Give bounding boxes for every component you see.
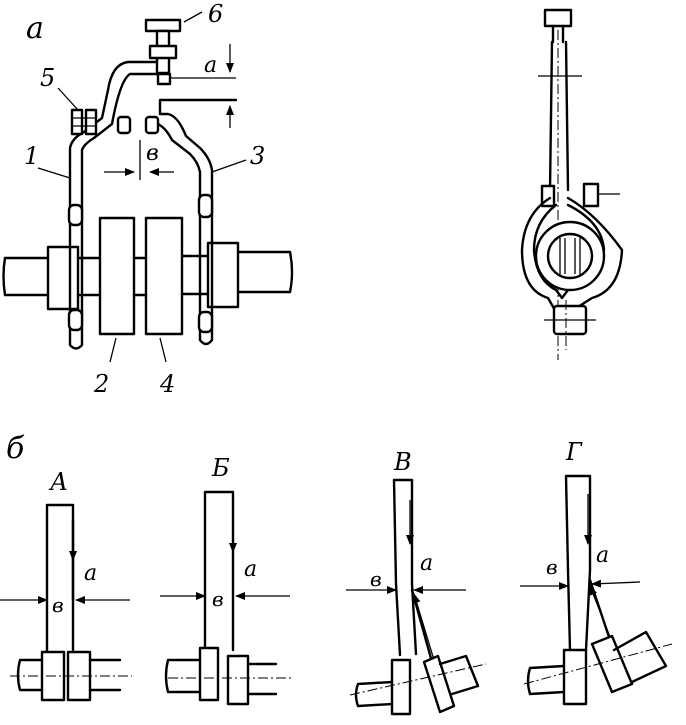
leader-4	[159, 337, 167, 363]
case-G-b: в	[546, 555, 558, 579]
callout-5: 5	[40, 64, 55, 92]
callout-1: 1	[24, 142, 39, 170]
case-V-a: a	[420, 551, 433, 576]
panel-a-label: а	[26, 11, 44, 46]
leader-5	[57, 87, 79, 111]
callout-3: 3	[250, 142, 265, 170]
case-A-b: в	[52, 593, 64, 617]
case-G: Г a в	[520, 438, 673, 706]
callout-6: 6	[208, 0, 223, 28]
case-G-title: Г	[565, 438, 583, 466]
leader-3	[211, 159, 247, 173]
shaft	[2, 241, 294, 311]
case-A-a: a	[84, 561, 97, 586]
case-B-title: Б	[211, 454, 230, 482]
callout-2: 2	[93, 370, 109, 398]
case-B: Б a в	[160, 454, 292, 706]
case-B-b: в	[212, 587, 224, 611]
arm-1-rivet	[67, 203, 84, 227]
dim-b: в	[104, 140, 174, 180]
leader-6	[183, 11, 203, 23]
case-V: В a в	[346, 448, 487, 716]
leader-1	[37, 167, 71, 179]
side-ring-inner	[546, 232, 594, 280]
tab-left	[116, 115, 132, 135]
arm-1	[67, 60, 162, 350]
arm-1-lower-rivet	[67, 308, 84, 332]
left-hub	[46, 245, 80, 311]
case-G-a: a	[596, 543, 609, 568]
dim-a: a	[204, 44, 234, 128]
case-A: А a в	[0, 468, 132, 702]
dim-a-label: a	[204, 53, 217, 78]
gear-2	[98, 216, 136, 336]
bolt-5	[70, 108, 98, 136]
case-B-a: a	[244, 557, 257, 582]
case-V-b: в	[370, 567, 382, 591]
screw-6	[144, 18, 236, 86]
tab-right	[144, 115, 160, 135]
panel-b-label: б	[6, 431, 25, 466]
arm-3-rivet	[197, 193, 214, 219]
panel-a-side-view	[520, 8, 624, 360]
panel-a-front-view: a в 1 2 3 4 5 6 а	[2, 0, 294, 398]
callout-4: 4	[159, 370, 175, 398]
case-V-title: В	[393, 448, 412, 476]
dim-b-label: в	[146, 141, 159, 166]
gear-4	[144, 216, 184, 336]
arm-3-lower-rivet	[197, 310, 214, 334]
case-A-title: А	[48, 468, 68, 496]
side-right-lug	[582, 182, 600, 208]
leader-2	[109, 337, 117, 363]
side-screw-head	[543, 8, 573, 28]
